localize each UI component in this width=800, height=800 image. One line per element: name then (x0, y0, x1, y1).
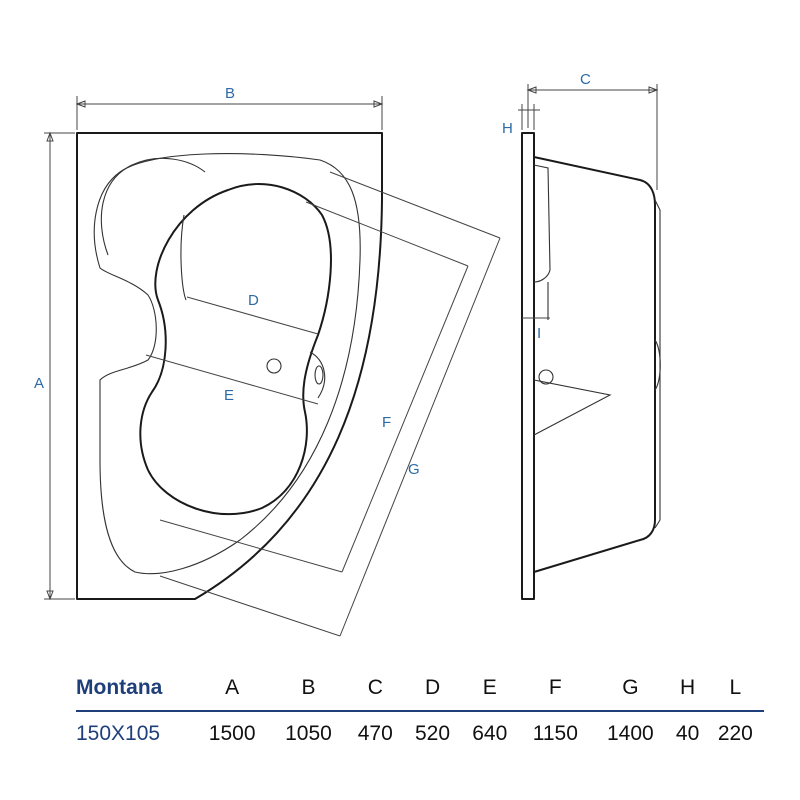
top-view: B A D E F G (34, 85, 501, 637)
column-header: L (706, 666, 764, 712)
tub-rim-inner (93, 153, 361, 575)
label-I: I (537, 325, 541, 342)
basin-step (180, 214, 187, 301)
table-cell: 640 (472, 722, 508, 745)
table-cell: 40 (675, 722, 700, 745)
label-A: A (34, 375, 44, 392)
table-cell: 1050 (285, 722, 332, 745)
specification-table: Montana A B C D E F G H L 150X105 1500 1… (76, 666, 764, 756)
label-H: H (502, 120, 513, 137)
column-header: G (592, 666, 669, 712)
column-header: H (668, 666, 707, 712)
basin (139, 183, 332, 516)
side-overflow-icon (538, 369, 554, 385)
column-header: A (194, 666, 271, 712)
side-tub-body (533, 156, 656, 573)
side-view: C H I (502, 71, 661, 600)
row-label: 150X105 (76, 722, 161, 745)
label-G: G (408, 461, 420, 478)
bathtub-technical-drawing: B A D E F G (34, 71, 661, 637)
table-cell: 1400 (607, 722, 654, 745)
model-name: Montana (76, 666, 194, 712)
label-E: E (224, 387, 234, 404)
column-header: B (270, 666, 347, 712)
table-cell: 1500 (208, 722, 256, 745)
table-row: 150X105 1500 1050 470 520 640 1150 1400 … (76, 711, 764, 756)
label-D: D (248, 292, 259, 309)
column-header: D (403, 666, 462, 712)
table-header-row: Montana A B C D E F G H L (76, 666, 764, 712)
overflow-icon (314, 365, 324, 385)
table-cell: 470 (357, 722, 393, 745)
table-cell: 520 (415, 722, 451, 745)
label-B: B (225, 85, 235, 102)
label-F: F (382, 414, 391, 431)
drain-icon (266, 358, 282, 374)
tub-outline (76, 132, 383, 600)
table-cell: 220 (717, 722, 753, 745)
column-header: E (461, 666, 519, 712)
table-cell: 1150 (532, 722, 578, 745)
column-header: F (518, 666, 593, 712)
side-rim (521, 132, 535, 600)
column-header: C (346, 666, 404, 712)
headrest-left (100, 157, 206, 256)
label-C: C (580, 71, 591, 88)
